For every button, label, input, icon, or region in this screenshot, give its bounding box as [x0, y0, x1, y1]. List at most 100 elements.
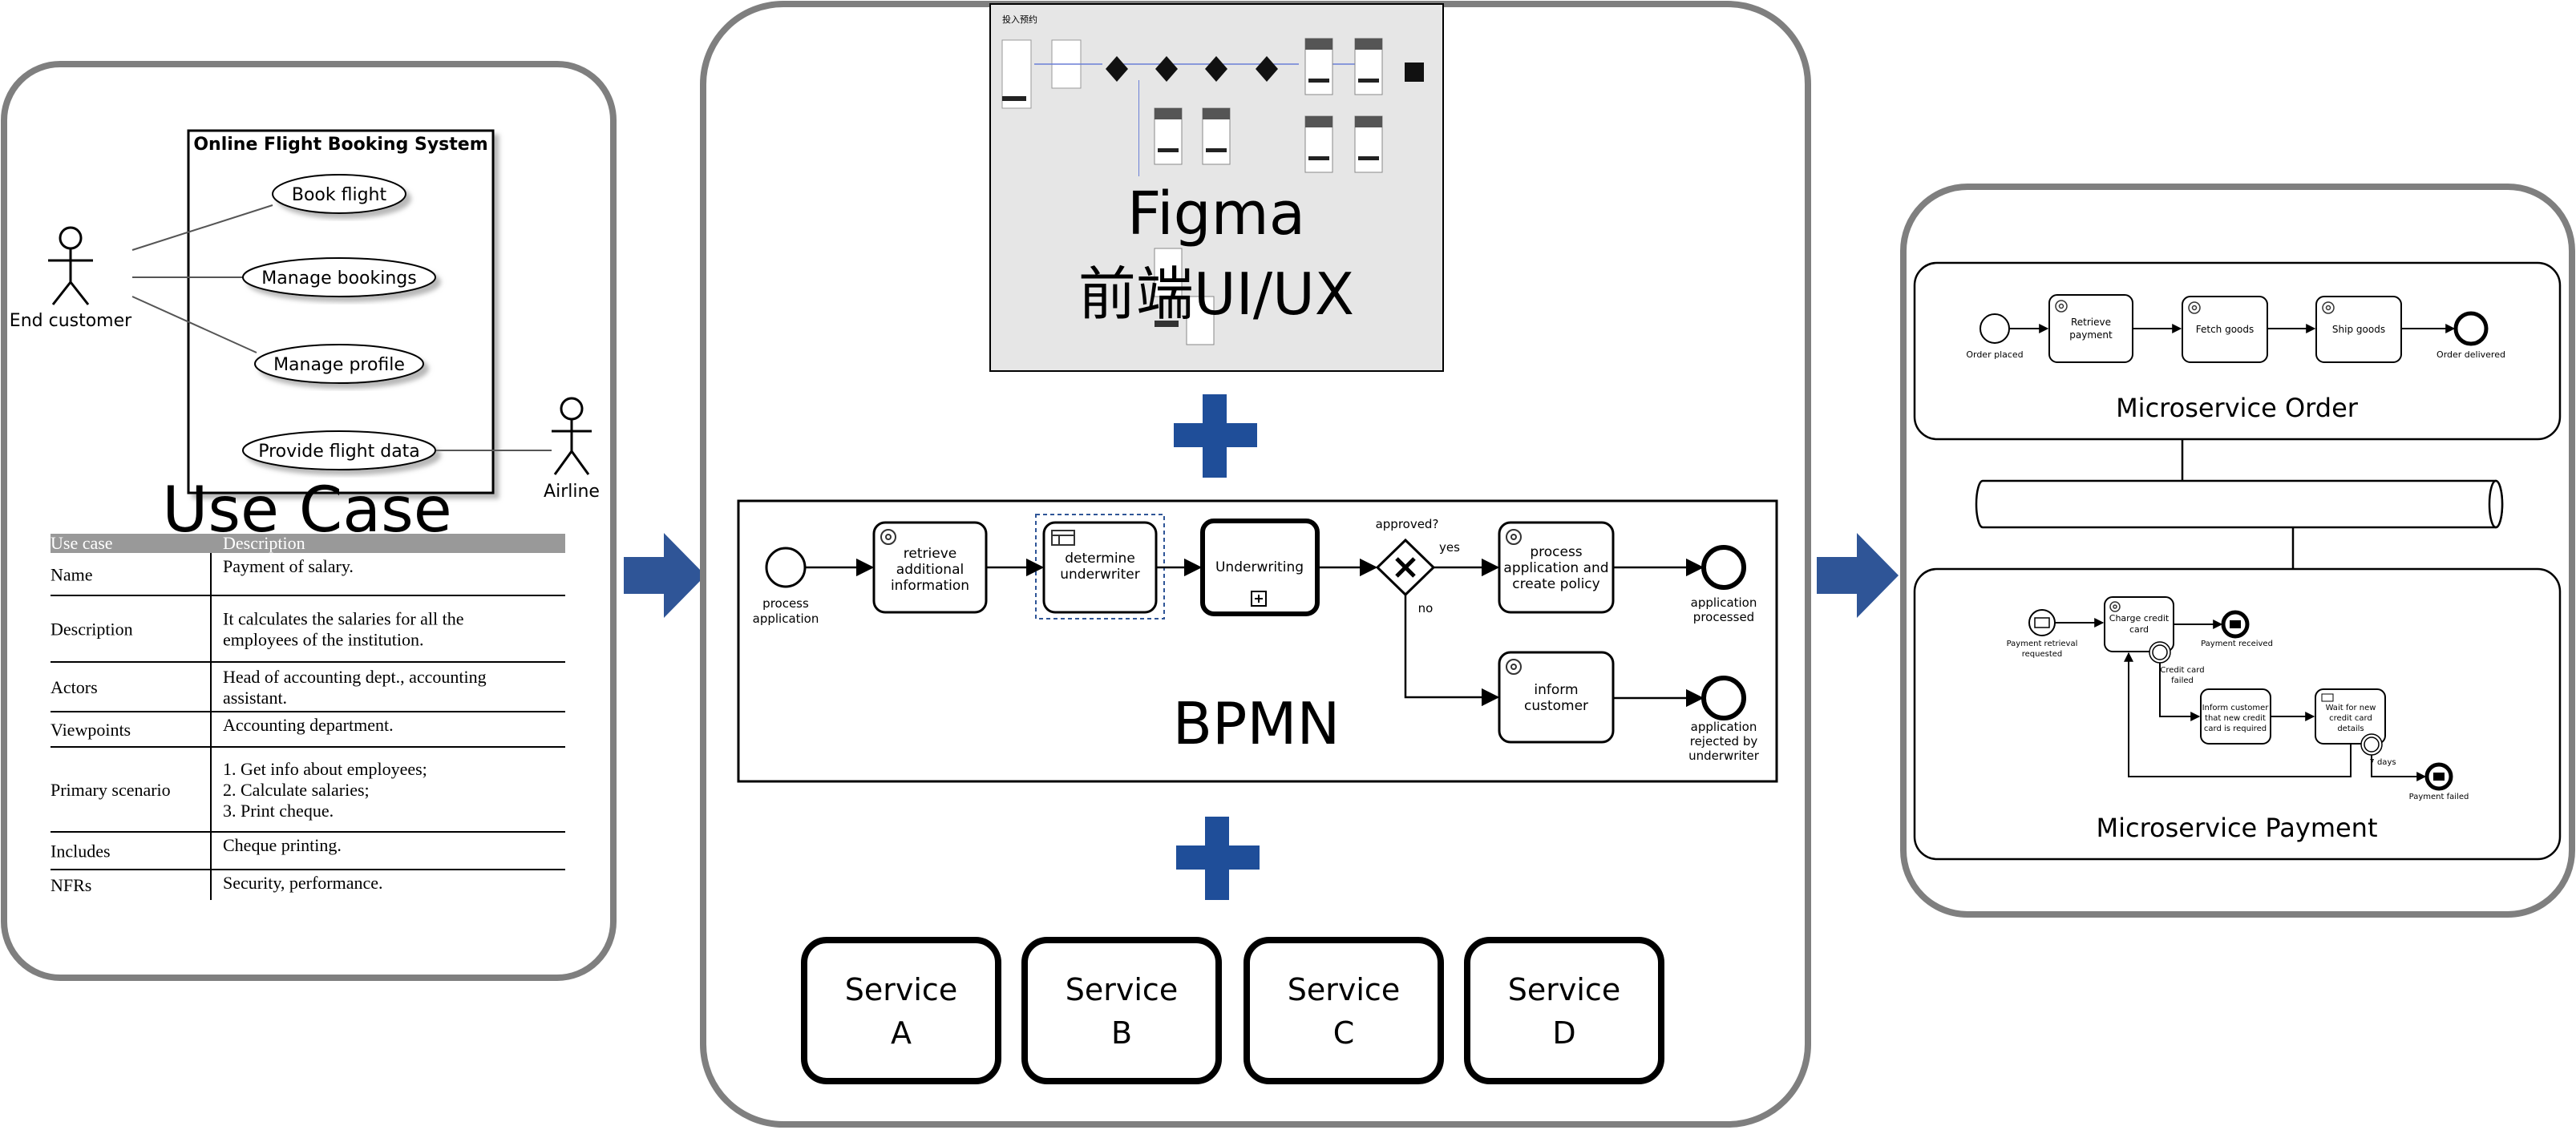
- figma-frame: [1355, 116, 1382, 127]
- svg-text:credit card: credit card: [2329, 714, 2372, 723]
- figma-frame: [1154, 248, 1183, 297]
- figma-frame-label: 投入预约: [1002, 14, 1037, 25]
- figma-title: Figma: [1127, 180, 1305, 248]
- service-task-gear-icon: [1506, 529, 1522, 545]
- figma-frame: [1358, 79, 1379, 83]
- svg-text:processed: processed: [1693, 610, 1754, 624]
- svg-text:process: process: [1530, 544, 1582, 560]
- svg-text:application and: application and: [1503, 560, 1608, 576]
- service-a-box: Service A: [801, 937, 1001, 1084]
- svg-text:D: D: [1552, 1015, 1575, 1051]
- table-row-value: Head of accounting dept., accounting: [223, 667, 487, 687]
- service-task-gear-icon: [1506, 659, 1522, 675]
- figma-frame: [1186, 296, 1215, 345]
- figma-frame: [1308, 79, 1329, 83]
- plus-icon-1: [1174, 394, 1257, 478]
- receive-message-icon: [2321, 693, 2334, 702]
- figma-screenshot: 投入预约 Figma 前端UI/UX: [989, 3, 1444, 372]
- svg-text:Inform customer: Inform customer: [2202, 704, 2270, 712]
- bpmn-end-event-rejected: [1701, 676, 1746, 720]
- use-case-manage-bookings: Manage bookings: [242, 257, 436, 297]
- svg-text:Ship goods: Ship goods: [2332, 324, 2385, 335]
- message-bus: [1975, 439, 2504, 569]
- service-d-box: Service D: [1464, 937, 1664, 1084]
- expand-subprocess-icon: [1251, 591, 1267, 607]
- svg-text:B: B: [1111, 1015, 1132, 1051]
- table-row-value: 2. Calculate salaries;: [223, 780, 370, 800]
- table-row-label: Includes: [51, 841, 111, 862]
- microservice-order-title: Microservice Order: [2116, 393, 2359, 423]
- message-end-icon: [2433, 773, 2445, 781]
- svg-text:Provide flight data: Provide flight data: [258, 442, 420, 462]
- svg-text:Payment failed: Payment failed: [2409, 793, 2469, 801]
- svg-text:Underwriting: Underwriting: [1215, 559, 1304, 575]
- table-row-value: 1. Get info about employees;: [223, 759, 427, 779]
- table-row-value: 3. Print cheque.: [223, 801, 334, 821]
- table-row-value: Accounting department.: [223, 715, 394, 735]
- svg-text:C: C: [1333, 1015, 1355, 1051]
- service-b-box: Service B: [1021, 937, 1222, 1084]
- svg-text:rejected by: rejected by: [1690, 734, 1758, 749]
- business-rule-table-icon: [1051, 530, 1075, 546]
- bpmn-diagram: process application retrieve additional …: [737, 499, 1778, 783]
- svg-text:additional: additional: [896, 562, 964, 578]
- figma-subtitle: 前端UI/UX: [1078, 260, 1354, 328]
- table-row-value: Cheque printing.: [223, 835, 342, 855]
- figma-decision-node: [1106, 56, 1128, 82]
- svg-text:that new credit: that new credit: [2205, 714, 2266, 723]
- svg-text:Payment received: Payment received: [2201, 640, 2273, 648]
- svg-text:Book flight: Book flight: [292, 185, 387, 205]
- association-lines: [131, 204, 552, 451]
- figma-frame: [1155, 108, 1182, 119]
- use-case-manage-profile: Manage profile: [254, 344, 424, 384]
- table-row-label: Actors: [51, 677, 98, 697]
- svg-text:underwriter: underwriter: [1060, 567, 1140, 583]
- figma-ui-mock: [1001, 38, 1424, 345]
- figma-frame: [1206, 148, 1227, 152]
- svg-text:card is required: card is required: [2204, 724, 2267, 733]
- svg-text:customer: customer: [1524, 698, 1588, 714]
- svg-text:requested: requested: [2022, 650, 2063, 659]
- svg-text:details: details: [2337, 724, 2364, 733]
- svg-text:Manage bookings: Manage bookings: [261, 268, 417, 289]
- svg-text:application: application: [1691, 595, 1757, 610]
- svg-text:no: no: [1418, 601, 1434, 615]
- figma-frame: [1158, 148, 1179, 152]
- figma-frame: [1203, 108, 1230, 119]
- system-title: Online Flight Booking System: [193, 135, 487, 155]
- svg-text:information: information: [891, 578, 969, 594]
- svg-text:Charge credit: Charge credit: [2109, 613, 2170, 624]
- table-row-label: Description: [51, 619, 133, 640]
- svg-text:Service: Service: [1066, 972, 1178, 1007]
- svg-text:approved?: approved?: [1376, 517, 1439, 531]
- table-row-value: It calculates the salaries for all the: [223, 609, 464, 629]
- svg-text:Service: Service: [1288, 972, 1400, 1007]
- gateway-x-icon: [1395, 557, 1416, 578]
- svg-text:Fetch goods: Fetch goods: [2196, 324, 2255, 335]
- bpmn-sequence-flows: [805, 558, 1705, 708]
- svg-text:Payment retrieval: Payment retrieval: [2007, 640, 2078, 648]
- microservice-order-box: Order placed Retrieve payment Fetch good…: [1913, 261, 2562, 441]
- figma-frame: [1155, 321, 1179, 327]
- flow-arrow-1: [624, 533, 706, 618]
- svg-text:retrieve: retrieve: [904, 546, 956, 562]
- table-row-value: assistant.: [223, 688, 287, 708]
- figma-frame: [1305, 116, 1332, 127]
- figma-frame: [1138, 80, 1139, 176]
- flow-arrow-2: [1817, 533, 1899, 618]
- bpmn-start-event: [765, 547, 807, 588]
- svg-text:yes: yes: [1439, 540, 1460, 555]
- figma-frame: [1355, 38, 1382, 50]
- service-task-gear-icon: [880, 529, 896, 545]
- service-task-gear-icon: [2322, 301, 2335, 314]
- table-row-label: Viewpoints: [51, 720, 131, 740]
- use-case-book-flight: Book flight: [272, 174, 406, 214]
- microservice-payment-title: Microservice Payment: [2096, 813, 2377, 843]
- message-icon: [2034, 617, 2050, 628]
- svg-text:underwriter: underwriter: [1688, 749, 1760, 763]
- use-case-provide-flight-data: Provide flight data: [242, 430, 436, 470]
- actor-airline-icon: [552, 397, 592, 475]
